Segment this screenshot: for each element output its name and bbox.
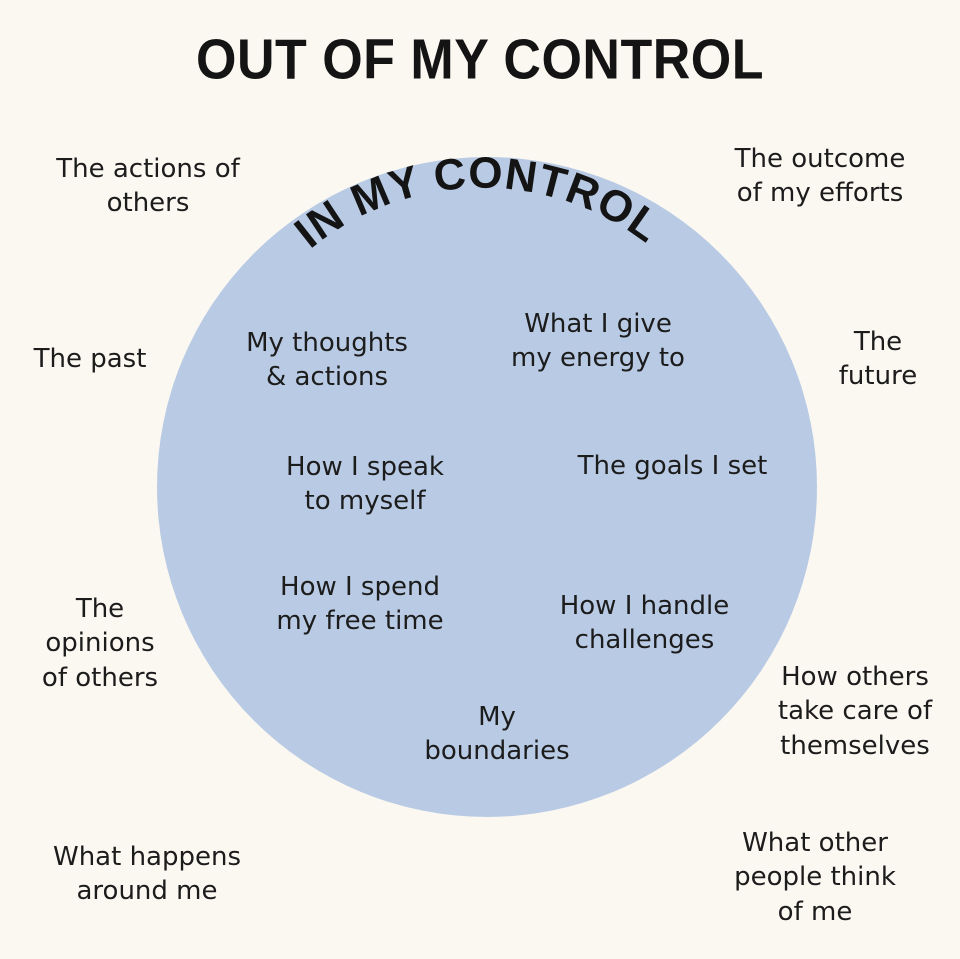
inside-boundaries: My boundaries: [424, 702, 570, 767]
outside-others-take-care: How others take care of themselves: [777, 662, 933, 761]
inside-goals: The goals I set: [577, 451, 768, 481]
inside-energy: What I give my energy to: [511, 309, 685, 374]
outside-what-others-think: What other people think of me: [734, 828, 896, 927]
outside-the-future: The future: [838, 327, 918, 392]
inside-speak-to-myself: How I speak to myself: [286, 452, 444, 517]
outside-outcome-of-efforts: The outcome of my efforts: [734, 144, 906, 209]
outside-the-past: The past: [33, 344, 147, 374]
in-my-control-circle: [157, 157, 817, 817]
inside-thoughts-actions: My thoughts & actions: [246, 328, 408, 393]
outer-title: OUT OF MY CONTROL: [196, 28, 764, 92]
outside-what-happens-around: What happens around me: [52, 842, 242, 907]
outside-opinions-of-others: The opinions of others: [41, 594, 159, 693]
inside-challenges: How I handle challenges: [559, 591, 730, 656]
outside-actions-of-others: The actions of others: [56, 154, 240, 219]
inside-free-time: How I spend my free time: [276, 572, 444, 637]
